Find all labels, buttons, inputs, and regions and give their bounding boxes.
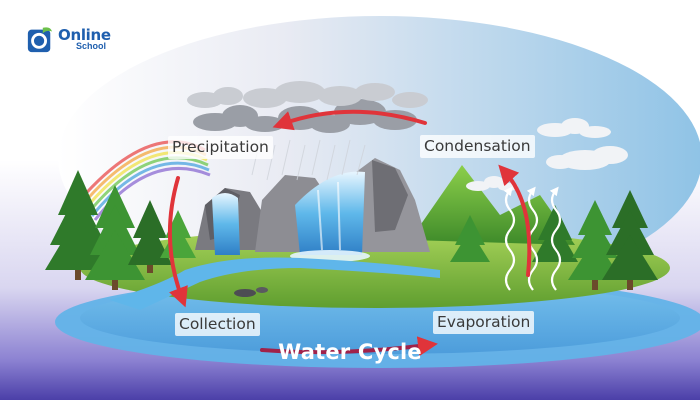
brand-wordmark: Online School — [58, 27, 111, 51]
arrow-precipitation-to-collection — [167, 176, 188, 308]
label-precipitation: Precipitation — [168, 136, 273, 160]
river-stone — [234, 289, 256, 297]
label-collection: Collection — [175, 313, 260, 337]
label-condensation: Condensation — [420, 135, 535, 159]
cycle-arrows — [167, 109, 532, 357]
arrow-collection-to-evaporation — [260, 336, 438, 357]
green-mountain — [410, 165, 575, 245]
river — [110, 257, 440, 310]
brand-name: Online — [58, 26, 111, 44]
arrow-condensation-to-precipitation — [272, 109, 427, 131]
brand-sub: School — [76, 41, 107, 51]
school-logo-icon — [27, 27, 53, 53]
rain-streaks — [251, 139, 366, 181]
brand-logo[interactable]: Online School — [26, 21, 111, 57]
arrow-evaporation-to-condensation — [498, 164, 532, 277]
river-stone — [256, 287, 268, 293]
diagram-title: Water Cycle — [278, 340, 422, 364]
white-clouds — [466, 118, 628, 191]
label-evaporation: Evaporation — [433, 311, 535, 335]
trees-right — [450, 190, 658, 290]
waterfalls — [212, 171, 370, 262]
